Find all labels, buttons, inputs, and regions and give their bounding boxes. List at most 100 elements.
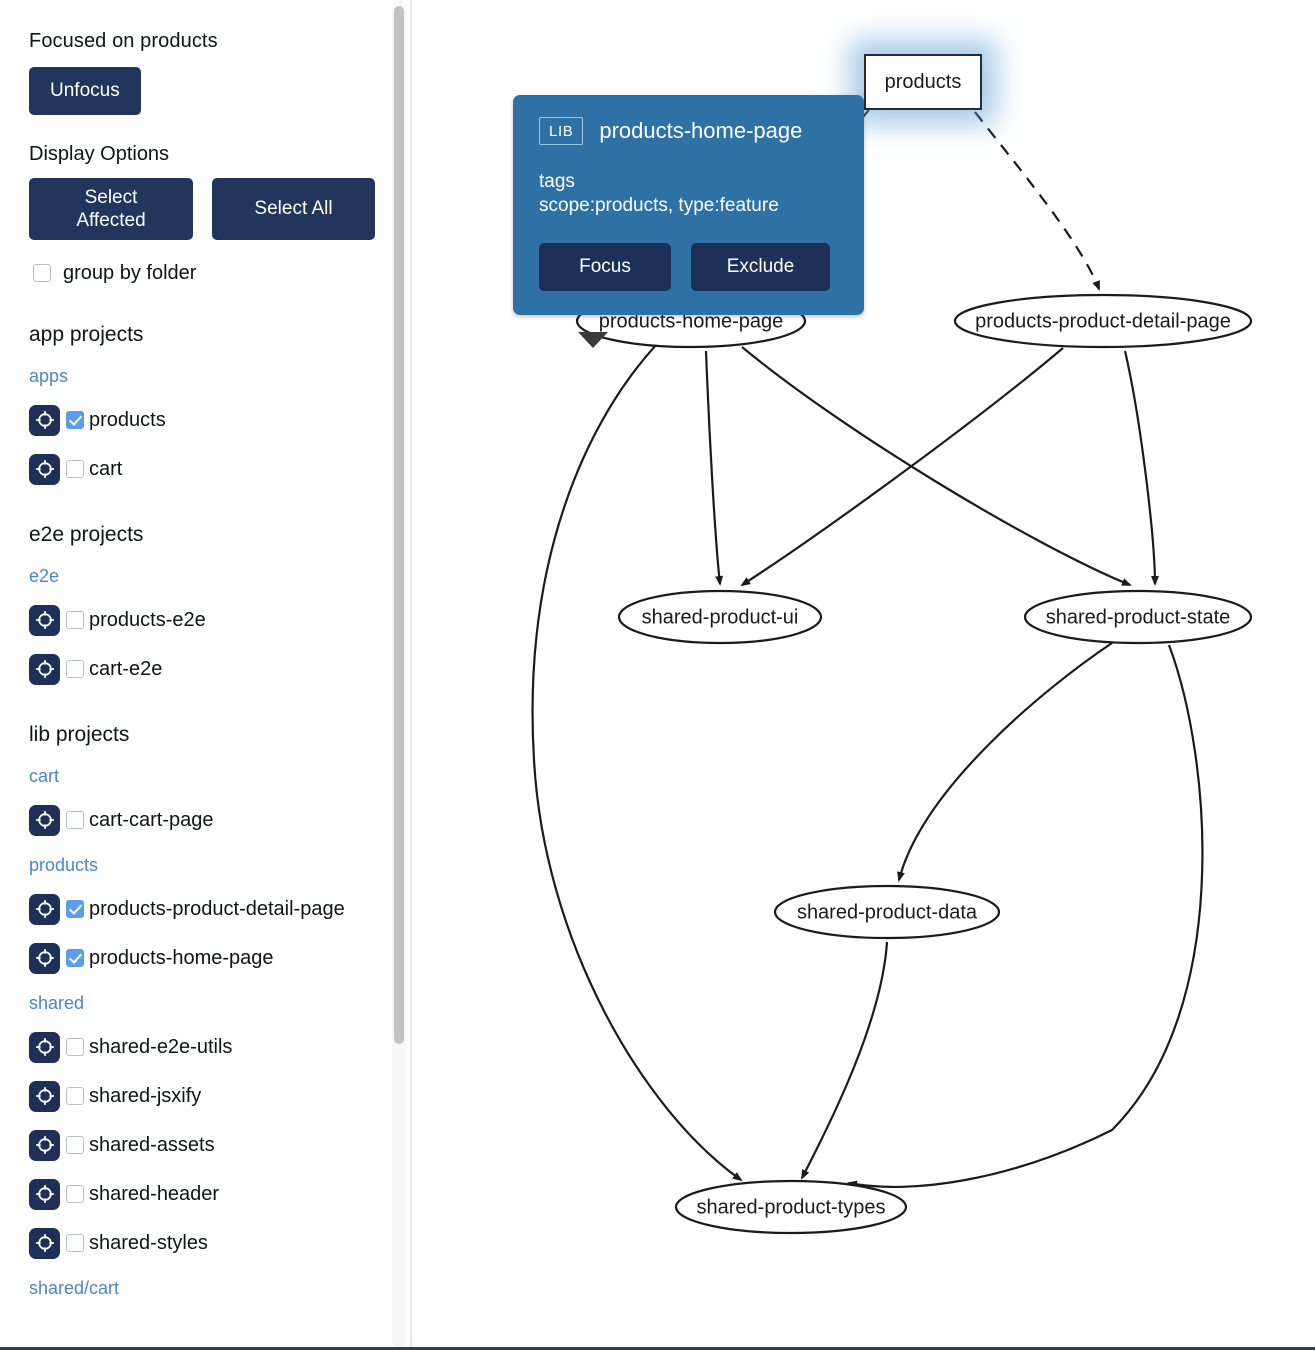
project-label: shared-assets [89, 1133, 215, 1156]
project-row-shared-header[interactable]: shared-header [29, 1178, 412, 1210]
edge-home-page-to-product-ui [704, 350, 724, 586]
node-label-shared-product-state: shared-product-state [1046, 606, 1231, 628]
projects-section-title: lib projects [29, 722, 130, 746]
crosshair-icon[interactable] [29, 804, 60, 836]
project-checkbox-cart-cart-page[interactable] [66, 811, 84, 830]
project-row-shared-styles[interactable]: shared-styles [29, 1227, 412, 1259]
crosshair-icon[interactable] [29, 893, 60, 925]
folder-label-shared-cart[interactable]: shared/cart [29, 1277, 120, 1298]
node-shared-product-state[interactable] [1023, 589, 1253, 645]
crosshair-icon[interactable] [29, 942, 60, 974]
project-checkbox-shared-jsxify[interactable] [66, 1087, 84, 1106]
tooltip-arrow [578, 332, 608, 348]
project-row-products-e2e[interactable]: products-e2e [29, 604, 412, 636]
node-label-shared-product-ui: shared-product-ui [642, 606, 799, 628]
project-label: products-home-page [89, 946, 274, 969]
project-row-products-home-page[interactable]: products-home-page [29, 942, 412, 974]
project-label: cart-e2e [89, 657, 163, 680]
crosshair-icon[interactable] [29, 453, 60, 485]
node-shared-product-types[interactable] [674, 1179, 908, 1235]
project-label: products-product-detail-page [89, 897, 345, 920]
project-checkbox-shared-styles[interactable] [66, 1234, 84, 1253]
projects-section-title: app projects [29, 322, 144, 346]
project-label: shared-header [89, 1182, 220, 1205]
select-affected-line2: Affected [76, 209, 146, 231]
node-shared-product-ui[interactable] [617, 589, 823, 645]
project-row-shared-assets[interactable]: shared-assets [29, 1129, 412, 1161]
crosshair-icon[interactable] [29, 1178, 60, 1210]
folder-label-e2e[interactable]: e2e [29, 565, 60, 586]
tooltip-header: LIB products-home-page [539, 117, 838, 145]
folder-label-products[interactable]: products [29, 854, 99, 875]
project-label: shared-e2e-utils [89, 1035, 233, 1058]
node-products-product-detail-page[interactable] [953, 293, 1253, 349]
tooltip-actions: Focus Exclude [539, 243, 838, 291]
crosshair-icon[interactable] [29, 1227, 60, 1259]
node-tooltip-card: LIB products-home-page tags scope:produc… [513, 95, 864, 315]
project-row-products-product-detail-page[interactable]: products-product-detail-page [29, 893, 412, 925]
project-checkbox-products-home-page[interactable] [66, 949, 84, 968]
edge-detail-page-to-product-ui [740, 347, 1064, 587]
select-all-button[interactable]: Select All [212, 177, 375, 240]
node-label-shared-product-types: shared-product-types [697, 1196, 886, 1218]
project-label: cart-cart-page [89, 808, 214, 831]
tooltip-focus-button[interactable]: Focus [539, 243, 671, 291]
project-row-products[interactable]: products [29, 404, 412, 436]
sidebar-divider [410, 0, 412, 1347]
focus-heading: Focused on products [29, 30, 218, 52]
folder-label-shared[interactable]: shared [29, 992, 85, 1013]
group-by-folder-label: group by folder [63, 261, 197, 284]
select-affected-button[interactable]: Select Affected [29, 177, 193, 240]
edge-products-to-detail-page [974, 111, 1101, 291]
group-by-folder-checkbox[interactable] [33, 264, 51, 283]
sidebar-scrollbar-thumb[interactable] [394, 6, 404, 1044]
tooltip-title: products-home-page [599, 118, 803, 143]
project-row-shared-e2e-utils[interactable]: shared-e2e-utils [29, 1031, 412, 1063]
node-shared-product-data[interactable] [773, 884, 1001, 940]
project-label: cart [89, 457, 123, 480]
dependency-graph-canvas[interactable]: products-home-page products-product-deta… [412, 0, 1315, 1347]
project-checkbox-products-e2e[interactable] [66, 611, 84, 630]
select-affected-line1: Select [84, 186, 138, 208]
project-sections: app projects apps products cart e2e projects… [29, 323, 412, 1299]
display-options-buttons: Select Affected Select All [29, 177, 412, 240]
crosshair-icon[interactable] [29, 1031, 60, 1063]
tooltip-tags-value: scope:products, type:feature [539, 195, 779, 216]
tooltip-exclude-button[interactable]: Exclude [691, 243, 830, 291]
edge-product-state-to-product-data [897, 642, 1113, 882]
project-row-cart-cart-page[interactable]: cart-cart-page [29, 804, 412, 836]
folder-label-cart[interactable]: cart [29, 765, 60, 786]
project-checkbox-products-product-detail-page[interactable] [66, 900, 84, 919]
node-label-products-product-detail-page: products-product-detail-page [975, 310, 1231, 332]
edge-home-page-to-product-state [741, 346, 1132, 587]
node-products-selected[interactable]: products [864, 54, 982, 110]
project-checkbox-cart-e2e[interactable] [66, 660, 84, 679]
crosshair-icon[interactable] [29, 1080, 60, 1112]
project-checkbox-products[interactable] [66, 411, 84, 430]
project-label: shared-jsxify [89, 1084, 202, 1107]
project-checkbox-shared-e2e-utils[interactable] [66, 1038, 84, 1057]
crosshair-icon[interactable] [29, 404, 60, 436]
projects-section-title: e2e projects [29, 522, 144, 546]
node-label-products-home-page: products-home-page [599, 310, 784, 332]
edge-product-state-to-product-types [847, 644, 1204, 1189]
tooltip-tags-label: tags [539, 171, 575, 192]
sidebar: Focused on products Unfocus Display Opti… [0, 0, 412, 1347]
edge-detail-page-to-product-state [1123, 350, 1159, 586]
crosshair-icon[interactable] [29, 604, 60, 636]
folder-label-apps[interactable]: apps [29, 365, 69, 386]
group-by-folder-row[interactable]: group by folder [33, 262, 412, 285]
project-label: shared-styles [89, 1231, 208, 1254]
crosshair-icon[interactable] [29, 1129, 60, 1161]
project-label: products [89, 408, 166, 431]
project-label: products-e2e [89, 608, 206, 631]
project-checkbox-cart[interactable] [66, 460, 84, 479]
project-checkbox-shared-header[interactable] [66, 1185, 84, 1204]
project-row-cart[interactable]: cart [29, 453, 412, 485]
edge-product-data-to-product-types [801, 941, 889, 1180]
project-row-cart-e2e[interactable]: cart-e2e [29, 653, 412, 685]
project-checkbox-shared-assets[interactable] [66, 1136, 84, 1155]
unfocus-button[interactable]: Unfocus [29, 67, 141, 115]
crosshair-icon[interactable] [29, 653, 60, 685]
project-row-shared-jsxify[interactable]: shared-jsxify [29, 1080, 412, 1112]
